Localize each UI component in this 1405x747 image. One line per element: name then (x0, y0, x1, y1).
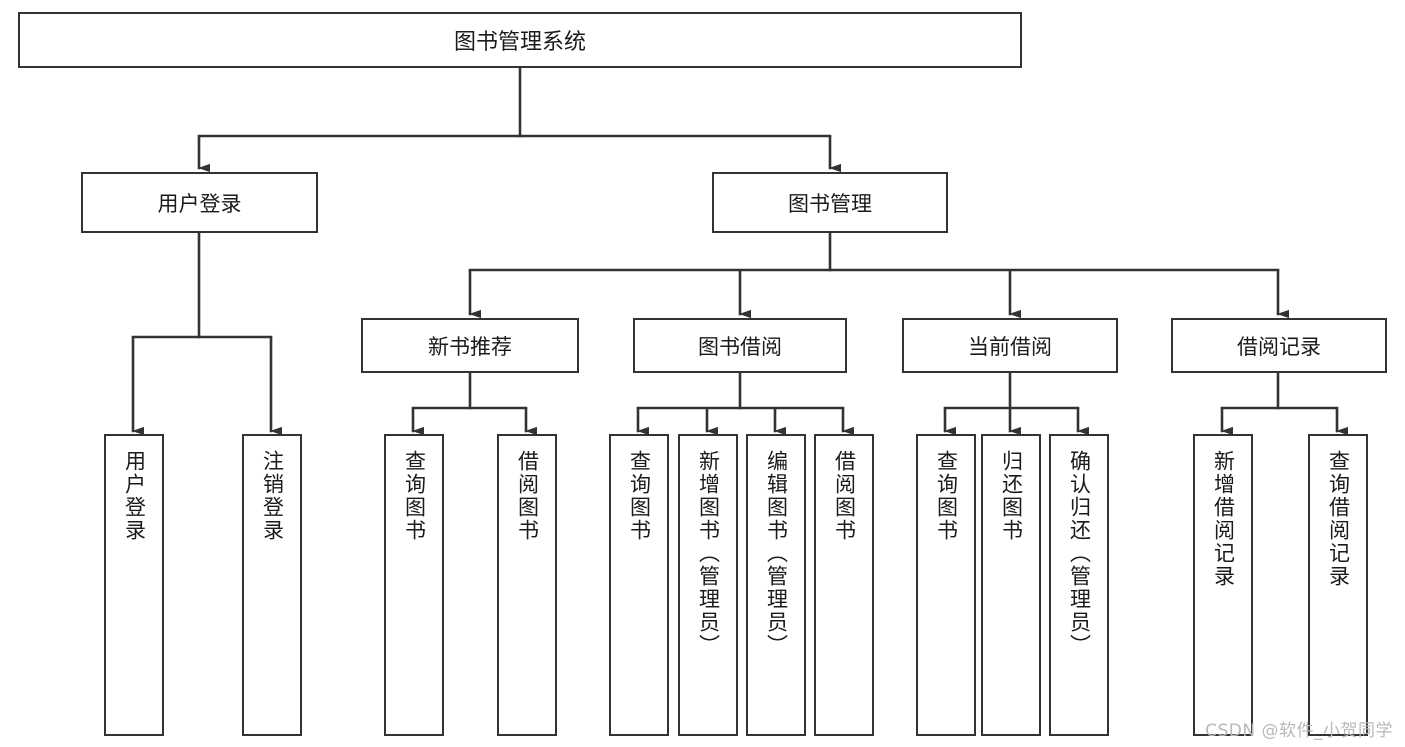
node-borrow-record-label: 借阅记录 (1237, 334, 1321, 359)
node-book-borrow[interactable]: 图书借阅 (633, 318, 847, 373)
leaf-cb-confirm-return[interactable]: 确认归还（管理员） (1049, 434, 1109, 736)
leaf-user-login[interactable]: 用户登录 (104, 434, 164, 736)
leaf-cb-confirm-return-label: 确认归还（管理员） (1067, 450, 1092, 657)
leaf-br-query-record-label: 查询借阅记录 (1326, 450, 1351, 588)
node-book-manage[interactable]: 图书管理 (712, 172, 948, 233)
leaf-bb-edit-book[interactable]: 编辑图书（管理员） (746, 434, 806, 736)
leaf-nb-borrow-book-label: 借阅图书 (515, 450, 540, 542)
leaf-bb-add-book-label: 新增图书（管理员） (696, 450, 721, 657)
node-book-borrow-label: 图书借阅 (698, 334, 782, 359)
node-current-borrow[interactable]: 当前借阅 (902, 318, 1118, 373)
leaf-cb-return-book[interactable]: 归还图书 (981, 434, 1041, 736)
leaf-cb-query-book-label: 查询图书 (934, 450, 959, 542)
leaf-bb-borrow-book-label: 借阅图书 (832, 450, 857, 542)
leaf-user-login-label: 用户登录 (122, 450, 147, 542)
node-user-login[interactable]: 用户登录 (81, 172, 318, 233)
leaf-bb-query-book-label: 查询图书 (627, 450, 652, 542)
node-new-book-recommend-label: 新书推荐 (428, 334, 512, 359)
node-current-borrow-label: 当前借阅 (968, 334, 1052, 359)
leaf-br-query-record[interactable]: 查询借阅记录 (1308, 434, 1368, 736)
node-new-book-recommend[interactable]: 新书推荐 (361, 318, 579, 373)
leaf-bb-borrow-book[interactable]: 借阅图书 (814, 434, 874, 736)
leaf-nb-query-book[interactable]: 查询图书 (384, 434, 444, 736)
node-book-manage-label: 图书管理 (788, 191, 872, 216)
leaf-bb-edit-book-label: 编辑图书（管理员） (764, 450, 789, 657)
leaf-logout[interactable]: 注销登录 (242, 434, 302, 736)
leaf-bb-add-book[interactable]: 新增图书（管理员） (678, 434, 738, 736)
leaf-nb-query-book-label: 查询图书 (402, 450, 427, 542)
leaf-br-add-record[interactable]: 新增借阅记录 (1193, 434, 1253, 736)
leaf-bb-query-book[interactable]: 查询图书 (609, 434, 669, 736)
node-root-label: 图书管理系统 (453, 30, 586, 55)
node-borrow-record[interactable]: 借阅记录 (1171, 318, 1387, 373)
node-user-login-label: 用户登录 (157, 191, 242, 216)
leaf-logout-label: 注销登录 (260, 450, 285, 542)
leaf-cb-return-book-label: 归还图书 (999, 450, 1024, 542)
leaf-cb-query-book[interactable]: 查询图书 (916, 434, 976, 736)
leaf-nb-borrow-book[interactable]: 借阅图书 (497, 434, 557, 736)
leaf-br-add-record-label: 新增借阅记录 (1211, 450, 1236, 588)
node-root[interactable]: 图书管理系统 (18, 12, 1022, 68)
